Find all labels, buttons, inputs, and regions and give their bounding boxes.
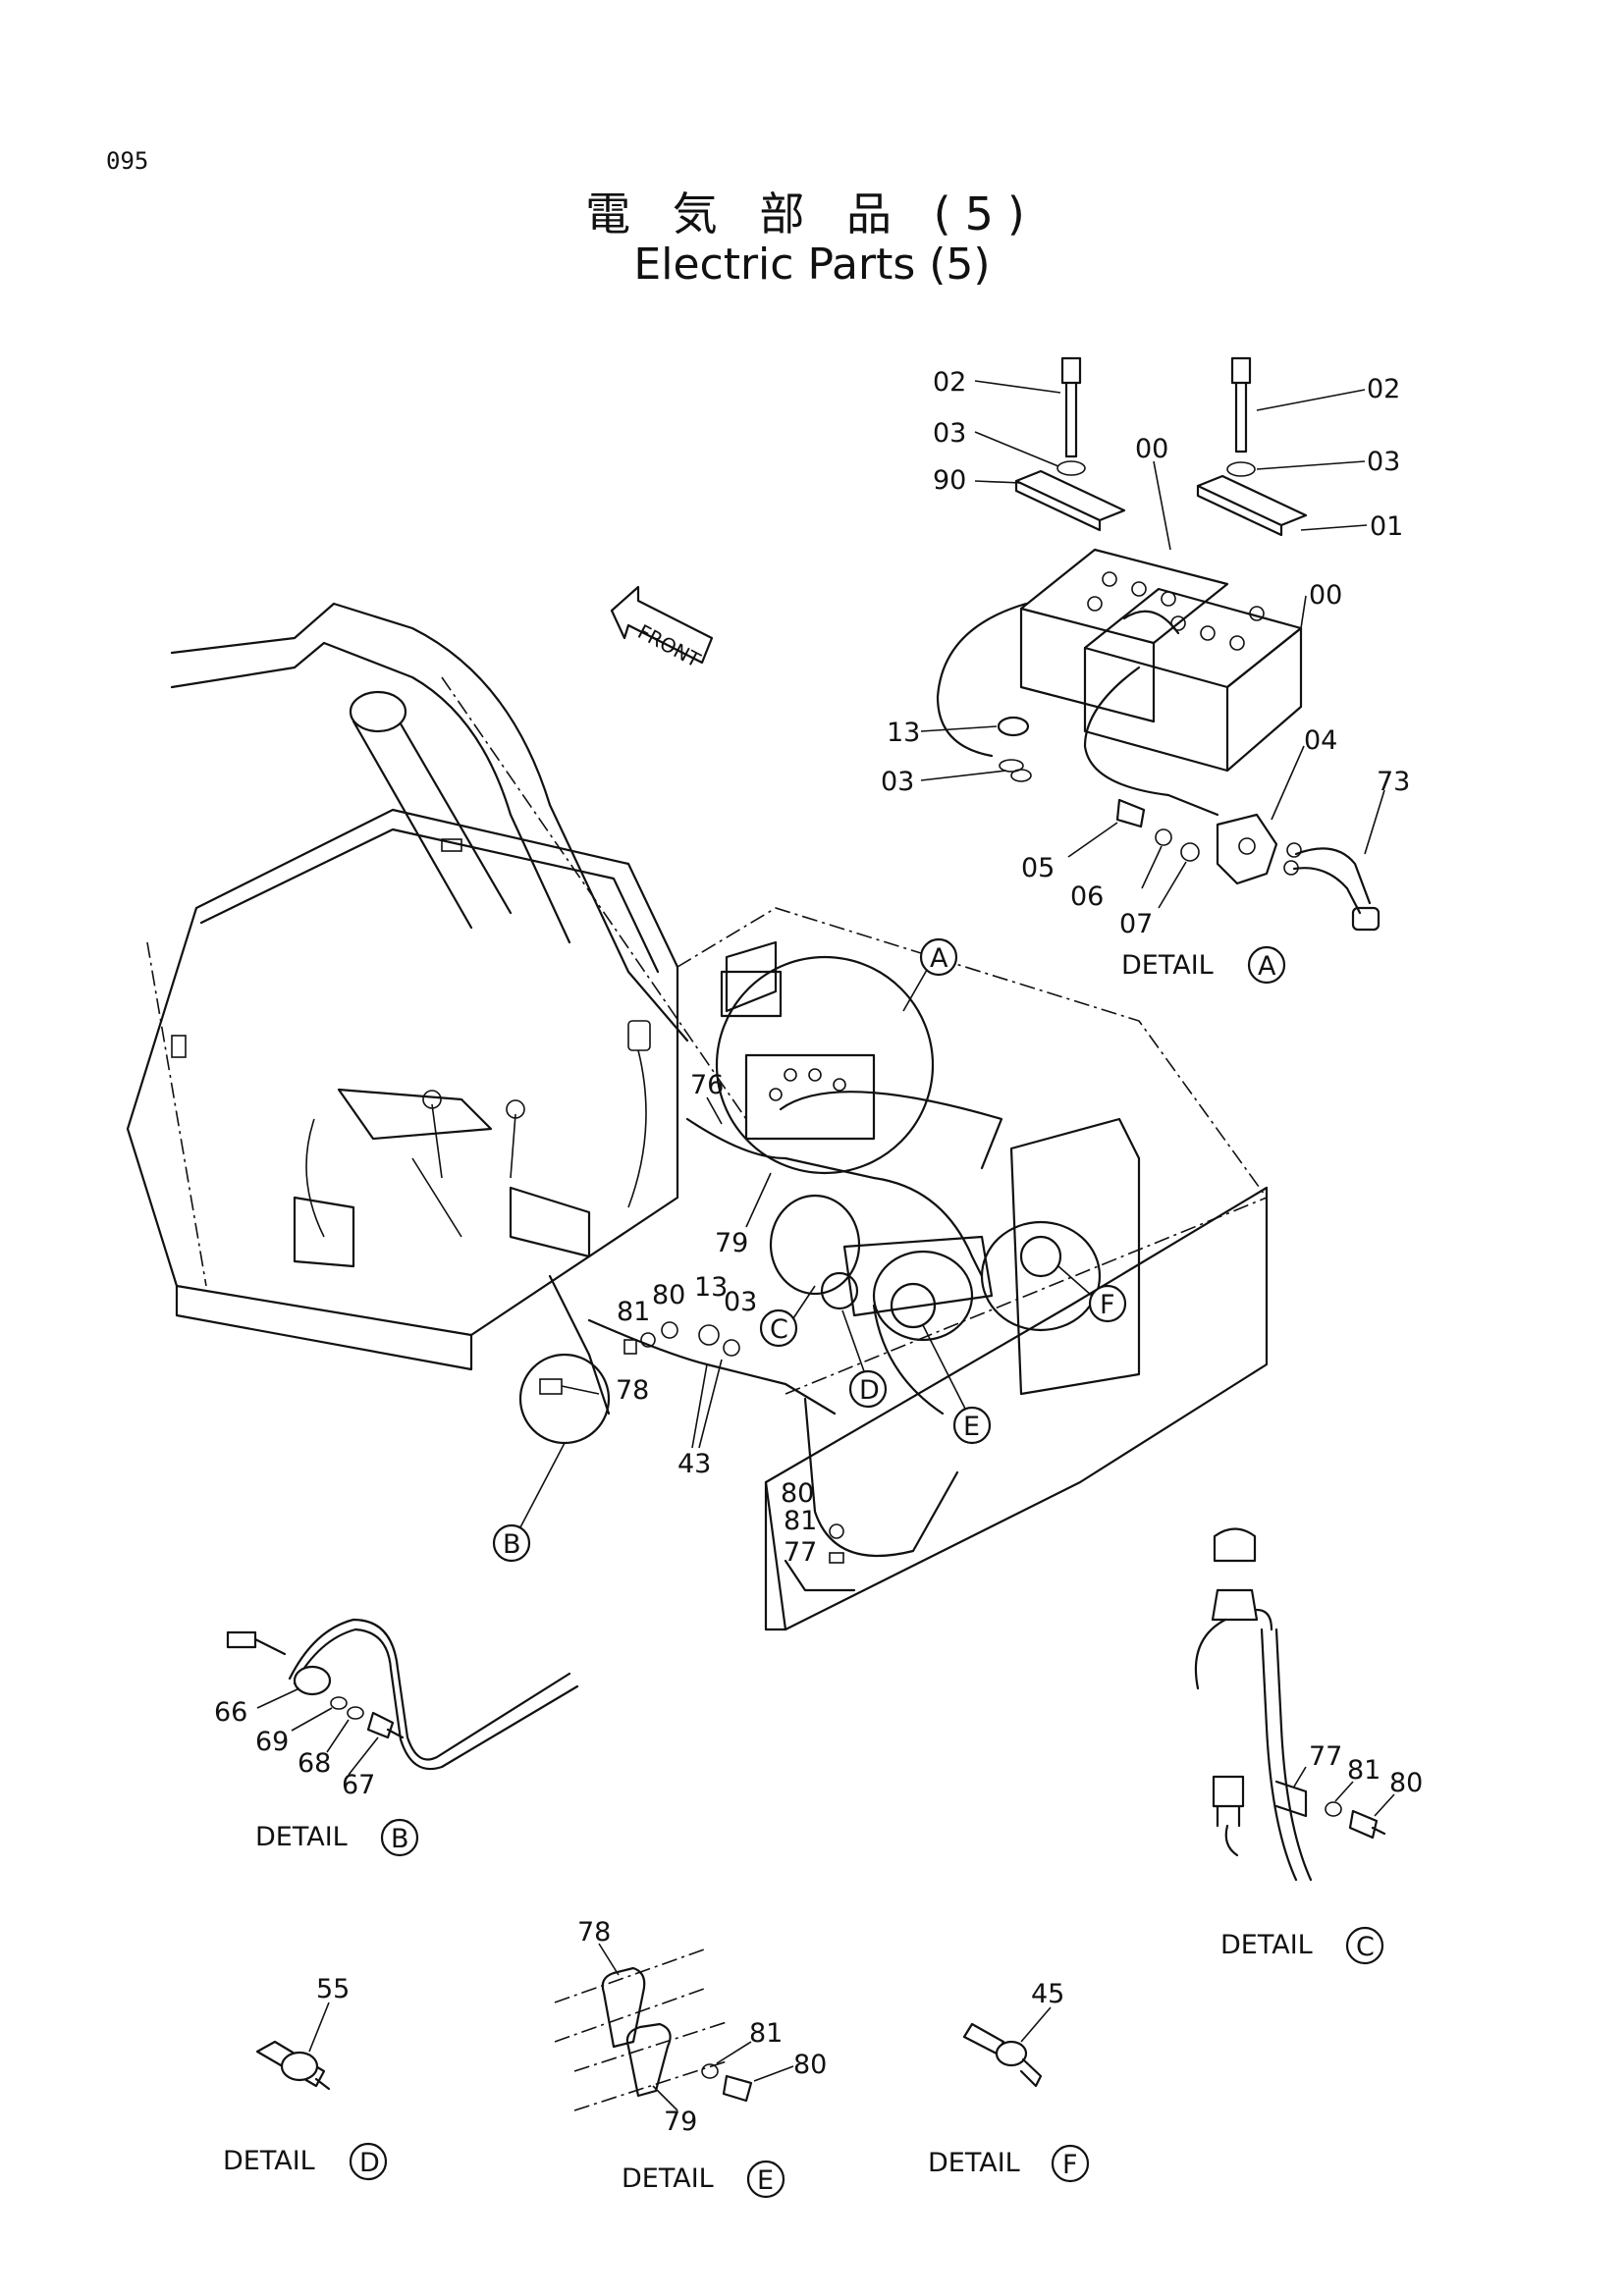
machine-assembly xyxy=(126,602,1269,1631)
callout-76: 76 xyxy=(690,1070,724,1100)
callout-03-main: 03 xyxy=(724,1287,757,1317)
part-66: 66 xyxy=(214,1697,247,1728)
detail-a-caption: DETAIL xyxy=(1121,950,1214,981)
part-73: 73 xyxy=(1377,767,1410,797)
part-13-detail-a: 13 xyxy=(887,718,920,748)
callout-e: E xyxy=(963,1412,980,1442)
detail-d-letter: D xyxy=(359,2148,380,2178)
title-english: Electric Parts (5) xyxy=(633,240,991,290)
detail-e: 78 81 80 79 DETAIL E xyxy=(554,1917,827,2199)
part-03-detail-a: 03 xyxy=(881,767,914,797)
detail-d-caption: DETAIL xyxy=(223,2146,315,2176)
inset-circle-c xyxy=(769,1194,861,1296)
callout-80-lower: 80 xyxy=(781,1478,814,1509)
page-number: 095 xyxy=(106,147,149,175)
inset-circle-b xyxy=(518,1353,611,1445)
detail-c: 77 81 80 DETAIL C xyxy=(1194,1527,1423,1965)
callout-d: D xyxy=(859,1375,880,1406)
part-04: 04 xyxy=(1304,725,1337,756)
part-00-lower: 00 xyxy=(1309,580,1342,611)
inset-circle-e xyxy=(890,1282,937,1329)
detail-a-letter: A xyxy=(1258,951,1276,982)
part-81-detail-e: 81 xyxy=(749,2018,783,2049)
inset-circle-f xyxy=(1019,1235,1062,1278)
detail-c-caption: DETAIL xyxy=(1220,1930,1313,1960)
detail-a-batteries: 02 02 03 03 90 00 01 00 13 03 04 73 05 0… xyxy=(881,356,1410,985)
callout-a: A xyxy=(930,943,948,974)
part-02-left: 02 xyxy=(933,367,966,398)
part-79-detail-e: 79 xyxy=(664,2107,697,2137)
part-00-upper: 00 xyxy=(1135,434,1168,464)
part-06: 06 xyxy=(1070,881,1104,912)
callout-circle-d xyxy=(848,1369,888,1409)
callout-78-main: 78 xyxy=(616,1375,649,1406)
part-03-left: 03 xyxy=(933,418,966,449)
part-03-right: 03 xyxy=(1367,447,1400,477)
inset-circle-a xyxy=(715,955,935,1175)
detail-e-letter: E xyxy=(757,2165,774,2196)
callout-43: 43 xyxy=(677,1449,711,1479)
title-japanese: 電 気 部 品 (5) xyxy=(585,187,1039,240)
detail-c-letter: C xyxy=(1356,1932,1375,1962)
detail-b-caption: DETAIL xyxy=(255,1822,348,1852)
callout-circle-a xyxy=(919,937,958,977)
part-69: 69 xyxy=(255,1727,289,1757)
part-81-detail-c: 81 xyxy=(1347,1755,1380,1786)
part-67: 67 xyxy=(342,1770,375,1800)
callout-80-main: 80 xyxy=(652,1280,685,1310)
part-77-detail-c: 77 xyxy=(1309,1741,1342,1772)
part-80-detail-e: 80 xyxy=(793,2050,827,2080)
part-05: 05 xyxy=(1021,853,1055,883)
part-78-detail-e: 78 xyxy=(577,1917,611,1948)
detail-f-caption: DETAIL xyxy=(928,2148,1020,2178)
detail-d: 55 DETAIL D xyxy=(223,1974,388,2181)
part-01: 01 xyxy=(1370,511,1403,542)
part-55: 55 xyxy=(316,1974,350,2004)
part-68: 68 xyxy=(298,1748,331,1779)
callout-f: F xyxy=(1100,1290,1115,1320)
detail-f: 45 DETAIL F xyxy=(928,1979,1090,2183)
callout-13-main: 13 xyxy=(694,1272,728,1303)
front-direction-arrow: FRONT xyxy=(610,585,714,672)
front-label: FRONT xyxy=(634,619,705,672)
part-07: 07 xyxy=(1119,909,1153,939)
part-90: 90 xyxy=(933,465,966,496)
callout-circle-f xyxy=(1088,1284,1127,1323)
part-45: 45 xyxy=(1031,1979,1064,2009)
callout-b: B xyxy=(503,1529,521,1560)
detail-e-caption: DETAIL xyxy=(622,2163,714,2194)
detail-b-letter: B xyxy=(391,1824,409,1854)
callout-81-lower: 81 xyxy=(784,1506,817,1536)
callout-circle-c xyxy=(759,1308,798,1348)
detail-f-letter: F xyxy=(1062,2150,1078,2180)
callout-c: C xyxy=(770,1314,788,1345)
inset-circle-d xyxy=(820,1271,859,1310)
main-callouts: A B C D E F 76 79 81 80 13 xyxy=(492,937,1127,1568)
callout-circle-b xyxy=(492,1523,531,1563)
callout-81-main: 81 xyxy=(617,1297,650,1327)
part-80-detail-c: 80 xyxy=(1389,1768,1423,1798)
detail-b: 66 69 68 67 DETAIL B xyxy=(214,1618,579,1857)
callout-circle-e xyxy=(952,1406,992,1445)
callout-79-main: 79 xyxy=(715,1228,748,1258)
callout-77-lower: 77 xyxy=(784,1537,817,1568)
part-02-right: 02 xyxy=(1367,374,1400,404)
